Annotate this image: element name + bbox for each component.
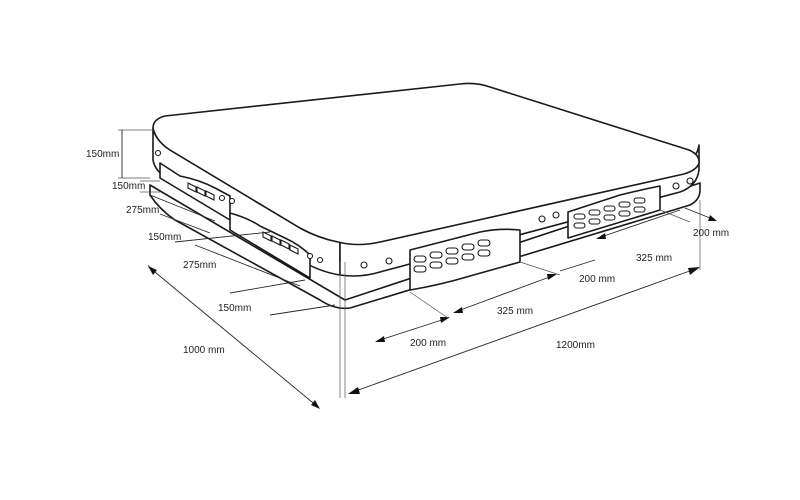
label-length-total: 1200mm [556,340,595,351]
dimension-labels: 150mm 150mm 275mm 150mm 275mm 150mm 1000… [86,149,729,356]
label-left-3: 275mm [183,260,216,271]
label-left-2: 150mm [148,232,181,243]
front-slots [413,197,646,273]
label-left-4: 150mm [218,303,251,314]
pallet-base [149,182,701,310]
label-front-3: 200 mm [579,274,615,285]
label-height-top: 150mm [86,149,119,160]
label-front-1: 200 mm [410,338,446,349]
label-front-4: 325 mm [636,253,672,264]
pallet [149,82,701,310]
rivet-holes [154,149,694,269]
pallet-top-surface [152,82,700,246]
label-front-2: 325 mm [497,306,533,317]
label-front-5: 200 mm [693,228,729,239]
label-depth-total: 1000 mm [183,345,225,356]
left-slats [187,182,299,255]
label-block-height: 150mm [112,181,145,192]
label-left-1: 275mm [126,205,159,216]
dimension-lines [118,129,717,409]
